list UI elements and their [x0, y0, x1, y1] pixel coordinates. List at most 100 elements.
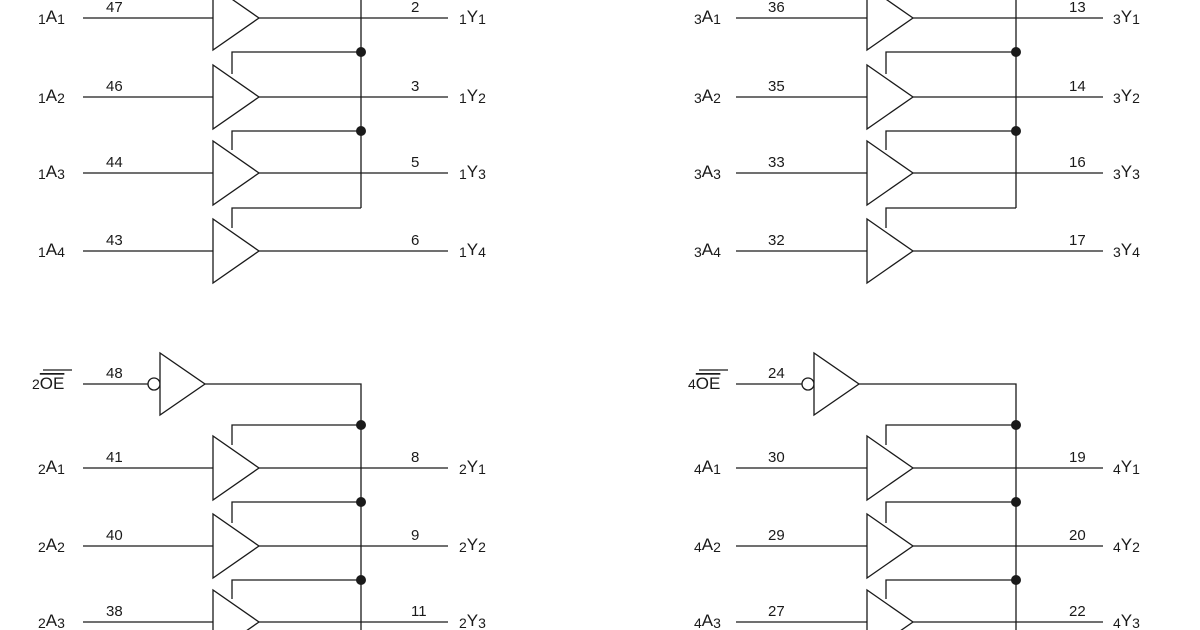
group-1-buffer-3-input-label: 1A3 [38, 162, 65, 182]
group-1-buffer-3-input-label-in-letter: A [46, 162, 58, 181]
group-1-buffer-4-input-label: 1A4 [38, 240, 65, 260]
group-1-buffer-4-output-label-out-sub: 4 [478, 244, 486, 260]
group-3-buffer-3-input-label: 3A3 [694, 162, 721, 182]
group-4-buffer-3-input-label-in-sub: 3 [713, 615, 721, 630]
group-2-buffer-3-input-label-in-letter: A [46, 611, 58, 630]
group-1-buffer-2-output-label-out-prefix: 1 [459, 90, 467, 106]
group-2-buffer-3-input-label-in-sub: 3 [57, 615, 65, 630]
group-1-buffer-2-output-label-out-sub: 2 [478, 90, 486, 106]
group-3-buffer-3-output-label-out-letter: Y [1121, 162, 1132, 181]
group-2-buffer-1-input-label-in-prefix: 2 [38, 461, 46, 477]
group-1-buffer-4-input-pin-number: 43 [106, 232, 123, 249]
group-3-buffer-4-enable-wire [885, 207, 1016, 228]
group-2-buffer-1-input-label-in-sub: 1 [57, 461, 65, 477]
group-2-buffer-2-output-label-out-sub: 2 [478, 539, 486, 555]
group-2-buffer-2-symbol [212, 512, 261, 580]
group-4-buffer-2-input-pin-number: 29 [768, 527, 785, 544]
group-1-buffer-2-enable-wire [231, 51, 361, 74]
group-1-buffer-3-input-pin-number: 44 [106, 154, 123, 171]
group-1-buffer-1-output-label: 1Y1 [459, 7, 486, 27]
group-1-buffer-2-input-label-in-letter: A [46, 86, 58, 105]
group-2-buffer-3-output-label-out-prefix: 2 [459, 615, 467, 630]
group-3-buffer-2-output-label-out-letter: Y [1121, 86, 1132, 105]
group-2-buffer-2-output-label: 2Y2 [459, 535, 486, 555]
group-1-buffer-3-input-label-in-sub: 3 [57, 166, 65, 182]
group-2-oe-label: 2OE [32, 374, 64, 393]
group-4-buffer-3-output-label-out-prefix: 4 [1113, 615, 1121, 630]
group-2-oe-pin-number: 48 [106, 365, 123, 382]
group-2-buffer-3-input-label-in-prefix: 2 [38, 615, 46, 630]
group-2-oe-name: OE [40, 374, 65, 393]
group-3-buffer-4-output-label: 3Y4 [1113, 240, 1140, 260]
group-3-buffer-1-input-label-in-prefix: 3 [694, 11, 702, 27]
group-4-oe-inversion-bubble [801, 377, 815, 391]
group-4-oe-name: OE [696, 374, 721, 393]
group-3-buffer-2-output-label-out-prefix: 3 [1113, 90, 1121, 106]
group-3-buffer-3-output-label: 3Y3 [1113, 162, 1140, 182]
group-4-oe-pin-number: 24 [768, 365, 785, 382]
group-3-buffer-3-symbol [866, 139, 915, 207]
group-4-buffer-2-output-label-out-sub: 2 [1132, 539, 1140, 555]
group-1-buffer-1-symbol [212, 0, 261, 52]
group-3-buffer-2-output-label: 3Y2 [1113, 86, 1140, 106]
group-1-buffer-2-input-label: 1A2 [38, 86, 65, 106]
group-1-buffer-4-output-label-out-letter: Y [467, 240, 478, 259]
group-4-buffer-2-output-label: 4Y2 [1113, 535, 1140, 555]
group-3-buffer-3-input-label-in-sub: 3 [713, 166, 721, 182]
group-3-buffer-1-output-label-out-prefix: 3 [1113, 11, 1121, 27]
group-4-buffer-1-input-label-in-prefix: 4 [694, 461, 702, 477]
group-2-buffer-2-output-pin-number: 9 [411, 527, 419, 544]
group-4-buffer-2-symbol [866, 512, 915, 580]
group-2-buffer-1-input-label-in-letter: A [46, 457, 58, 476]
group-4-oe-label: 4OE [688, 374, 720, 393]
group-3-buffer-3-input-label-in-letter: A [702, 162, 714, 181]
group-4-buffer-2-enable-wire [885, 501, 1016, 523]
group-4-buffer-3-output-label-out-letter: Y [1121, 611, 1132, 630]
group-2-buffer-3-input-label: 2A3 [38, 611, 65, 630]
group-2-buffer-3-symbol [212, 588, 261, 630]
group-3-buffer-4-input-label: 3A4 [694, 240, 721, 260]
group-2-buffer-2-output-label-out-prefix: 2 [459, 539, 467, 555]
group-3-buffer-4-input-label-in-letter: A [702, 240, 714, 259]
group-3-buffer-4-input-pin-number: 32 [768, 232, 785, 249]
group-3-buffer-4-output-label-out-sub: 4 [1132, 244, 1140, 260]
group-1-buffer-1-output-label-out-sub: 1 [478, 11, 486, 27]
group-3-buffer-2-enable-wire [885, 51, 1016, 74]
group-4-buffer-2-input-label-in-letter: A [702, 535, 714, 554]
group-3-buffer-3-output-label-out-sub: 3 [1132, 166, 1140, 182]
group-4-buffer-2-input-label: 4A2 [694, 535, 721, 555]
group-3-buffer-2-input-label-in-letter: A [702, 86, 714, 105]
group-2-buffer-3-output-pin-number: 11 [411, 603, 427, 620]
group-4-buffer-1-enable-wire [885, 424, 1016, 445]
group-1-buffer-3-output-label-out-prefix: 1 [459, 166, 467, 182]
group-4-buffer-1-output-label-out-letter: Y [1121, 457, 1132, 476]
group-2-buffer-1-output-pin-number: 8 [411, 449, 419, 466]
group-4-buffer-3-input-label-in-letter: A [702, 611, 714, 630]
group-4-buffer-3-output-label-out-sub: 3 [1132, 615, 1140, 630]
group-1-buffer-3-enable-wire [231, 130, 361, 150]
group-3-buffer-4-input-label-in-sub: 4 [713, 244, 721, 260]
group-2-buffer-1-enable-wire [231, 424, 361, 445]
group-2-buffer-1-input-label: 2A1 [38, 457, 65, 477]
group-3-buffer-4-output-pin-number: 17 [1069, 232, 1086, 249]
group-3-buffer-1-symbol [866, 0, 915, 52]
group-3-buffer-4-symbol [866, 217, 915, 285]
group-1-buffer-4-enable-wire [231, 207, 361, 228]
group-3-buffer-2-input-pin-number: 35 [768, 78, 785, 95]
group-1-buffer-4-input-label-in-prefix: 1 [38, 244, 46, 260]
group-3-buffer-3-input-label-in-prefix: 3 [694, 166, 702, 182]
group-1-buffer-4-output-pin-number: 6 [411, 232, 419, 249]
group-4-oe-prefix: 4 [688, 376, 696, 392]
group-3-buffer-2-input-label-in-prefix: 3 [694, 90, 702, 106]
group-1-buffer-1-input-label-in-sub: 1 [57, 11, 65, 27]
group-2-buffer-1-input-pin-number: 41 [106, 449, 123, 466]
group-2-buffer-2-input-label: 2A2 [38, 535, 65, 555]
group-1-buffer-1-input-label-in-prefix: 1 [38, 11, 46, 27]
group-2-buffer-3-output-label-out-sub: 3 [478, 615, 486, 630]
group-1-buffer-3-symbol [212, 139, 261, 207]
group-1-buffer-2-output-label: 1Y2 [459, 86, 486, 106]
group-1-buffer-4-input-label-in-letter: A [46, 240, 58, 259]
group-1-buffer-4-output-label-out-prefix: 1 [459, 244, 467, 260]
group-3-buffer-2-symbol [866, 63, 915, 131]
